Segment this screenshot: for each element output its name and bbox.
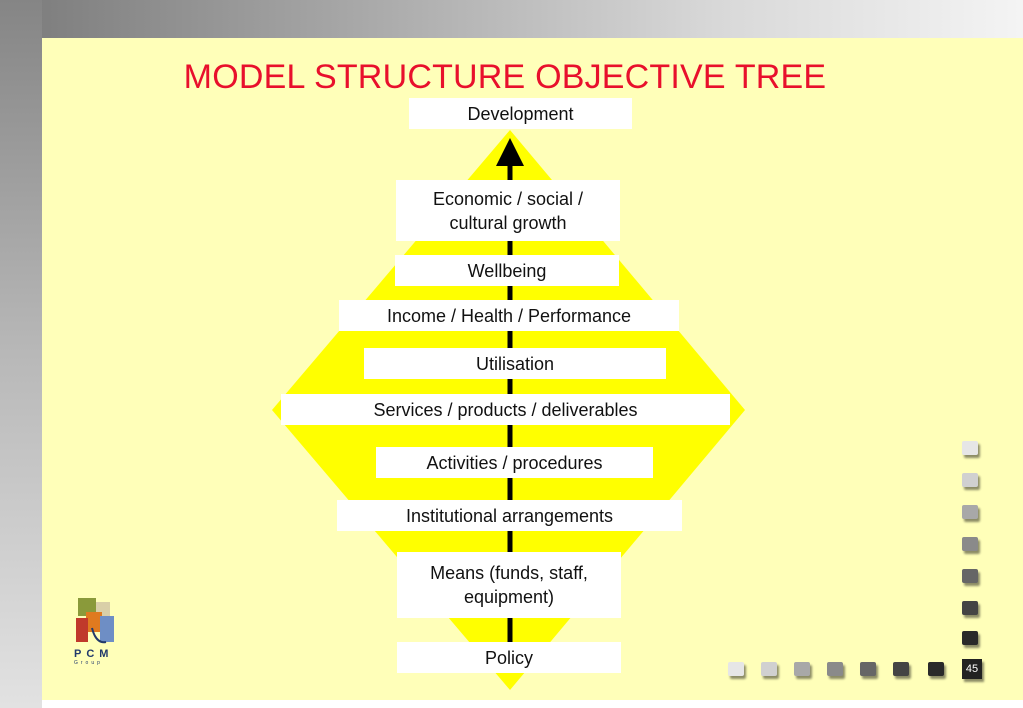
level-means: Means (funds, staff, equipment)	[397, 552, 621, 618]
deco-square	[962, 537, 978, 551]
deco-square	[962, 631, 978, 645]
deco-square	[860, 662, 876, 676]
deco-square	[962, 473, 978, 487]
deco-square	[761, 662, 777, 676]
deco-square	[827, 662, 843, 676]
level-economic-growth: Economic / social / cultural growth	[396, 180, 620, 241]
level-institutional-arrangements: Institutional arrangements	[337, 500, 682, 531]
arrow-up-icon	[496, 138, 524, 166]
deco-square	[962, 441, 978, 455]
level-income-health-performance: Income / Health / Performance	[339, 300, 679, 331]
page-number: 45	[962, 659, 982, 679]
deco-square	[962, 505, 978, 519]
deco-square	[728, 662, 744, 676]
slide-title: MODEL STRUCTURE OBJECTIVE TREE	[183, 58, 827, 96]
level-policy: Policy	[397, 642, 621, 673]
deco-square	[794, 662, 810, 676]
level-development: Development	[409, 98, 632, 129]
logo-text: PCM	[74, 648, 114, 660]
deco-square	[962, 601, 978, 615]
left-gradient-bar	[0, 0, 42, 708]
level-utilisation: Utilisation	[364, 348, 666, 379]
deco-square	[893, 662, 909, 676]
deco-square	[962, 569, 978, 583]
top-gradient-bar	[0, 0, 1023, 38]
level-services-products: Services / products / deliverables	[281, 394, 730, 425]
pcm-logo-icon	[76, 598, 114, 644]
level-wellbeing: Wellbeing	[395, 255, 619, 286]
logo-subtext: Group	[74, 660, 103, 666]
level-activities-procedures: Activities / procedures	[376, 447, 653, 478]
deco-square	[928, 662, 944, 676]
